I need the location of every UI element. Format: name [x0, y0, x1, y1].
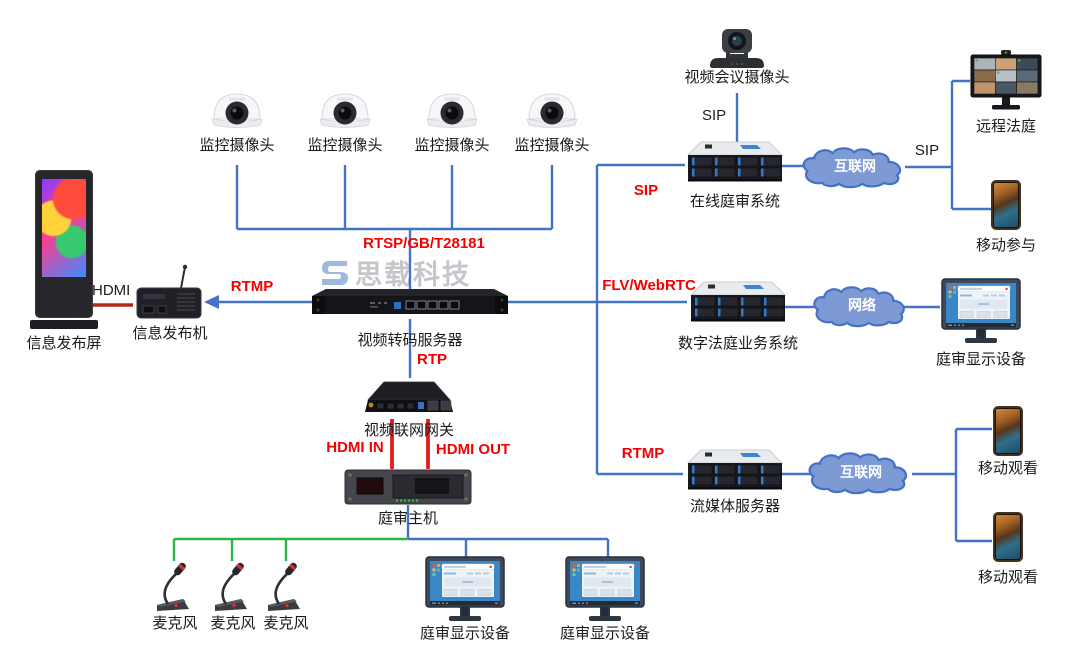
court-host-label: 庭审主机: [377, 510, 438, 527]
surveillance-camera-3: 监控摄像头: [402, 88, 502, 155]
court-display-bottom-2-label: 庭审显示设备: [559, 625, 650, 642]
microphone-3: 麦克风: [256, 560, 316, 633]
rack-server-2u-icon: [688, 280, 788, 326]
surveillance-camera-4: 监控摄像头: [502, 88, 602, 155]
protocol-sip-camera-label: SIP: [702, 107, 727, 124]
info-screen-label: 信息发布屏: [26, 335, 102, 352]
video-gateway: 视频联网网关: [359, 376, 459, 440]
microphone-1-label: 麦克风: [152, 615, 198, 632]
cloud-network: 网络: [810, 285, 914, 329]
dome-camera-icon: [317, 88, 373, 138]
remote-court-label: 远程法庭: [975, 118, 1036, 135]
rack-server-2u-icon: [685, 140, 785, 186]
transcode-server-label: 视频转码服务器: [357, 332, 463, 349]
gateway-box-icon: [365, 381, 453, 412]
smartphone-icon: [991, 180, 1021, 230]
ptz-camera-icon: [710, 29, 764, 68]
microphone-icon: [264, 560, 308, 614]
microphone-3-label: 麦克风: [263, 615, 309, 632]
protocol-sip-wan-label: SIP: [914, 142, 940, 159]
cloud-internet-bottom: 互联网: [805, 451, 917, 496]
digital-court-system-label: 数字法庭业务系统: [678, 335, 799, 352]
set-top-box-icon: [136, 264, 202, 319]
microphone-2: 麦克风: [203, 560, 263, 633]
court-display-bottom-1-label: 庭审显示设备: [419, 625, 510, 642]
dome-camera-icon: [209, 88, 265, 138]
conference-camera: 视频会议摄像头: [677, 26, 797, 87]
signage-base: [30, 320, 98, 329]
cloud-internet-top: 互联网: [799, 146, 911, 190]
video-wall-monitor-icon: [970, 50, 1042, 110]
surveillance-camera-4-label: 监控摄像头: [514, 137, 590, 154]
protocol-hdmi-label: HDMI: [92, 282, 131, 299]
app-monitor-icon: [565, 556, 645, 624]
court-host: 庭审主机: [342, 466, 474, 528]
surveillance-camera-1-label: 监控摄像头: [199, 137, 275, 154]
microphone-1: 麦克风: [145, 560, 205, 633]
court-display-bottom-1: 庭审显示设备: [415, 556, 515, 643]
info-publisher-label: 信息发布机: [132, 325, 208, 342]
online-court-system: 在线庭审系统: [683, 140, 787, 211]
cloud-internet-top-label: 互联网: [834, 158, 876, 174]
host-chassis-icon: [344, 469, 472, 505]
smartphone-icon: [993, 406, 1023, 456]
info-publisher: 信息发布机: [130, 264, 210, 343]
court-display-right-label: 庭审显示设备: [935, 351, 1026, 368]
mobile-participate: 移动参与: [975, 180, 1037, 255]
mobile-watch-1-label: 移动观看: [977, 460, 1038, 477]
mobile-participate-label: 移动参与: [975, 237, 1036, 254]
court-display-right: 庭审显示设备: [933, 278, 1029, 369]
dome-camera-icon: [524, 88, 580, 138]
microphone-2-label: 麦克风: [210, 615, 256, 632]
microphone-icon: [211, 560, 255, 614]
dome-camera-icon: [424, 88, 480, 138]
protocol-hdmi-out-label: HDMI OUT: [435, 441, 511, 458]
protocol-hdmi-in-label: HDMI IN: [326, 439, 384, 456]
surveillance-camera-3-label: 监控摄像头: [414, 137, 490, 154]
court-display-bottom-2: 庭审显示设备: [555, 556, 655, 643]
online-court-system-label: 在线庭审系统: [689, 193, 780, 210]
cloud-network-label: 网络: [848, 297, 876, 313]
streaming-server: 流媒体服务器: [681, 448, 789, 516]
mobile-watch-1: 移动观看: [976, 406, 1040, 478]
protocol-rtp-label: RTP: [417, 351, 447, 368]
rack-server-1u-icon: [312, 289, 508, 314]
info-screen: 信息发布屏: [14, 170, 114, 353]
mobile-watch-2: 移动观看: [976, 512, 1040, 587]
conference-camera-label: 视频会议摄像头: [684, 69, 790, 86]
surveillance-camera-2: 监控摄像头: [295, 88, 395, 155]
signage-screen-icon: [35, 170, 93, 318]
streaming-server-label: 流媒体服务器: [689, 498, 780, 515]
video-gateway-label: 视频联网网关: [363, 422, 454, 439]
mobile-watch-2-label: 移动观看: [977, 569, 1038, 586]
smartphone-icon: [993, 512, 1023, 562]
protocol-sip-trunk-label: SIP: [633, 182, 659, 199]
transcode-server: 视频转码服务器: [308, 282, 512, 350]
cloud-internet-bottom-label: 互联网: [840, 463, 882, 480]
microphone-icon: [153, 560, 197, 614]
surveillance-camera-2-label: 监控摄像头: [307, 137, 383, 154]
surveillance-camera-1: 监控摄像头: [187, 88, 287, 155]
protocol-rtsp-label: RTSP/GB/T28181: [363, 235, 485, 252]
app-monitor-icon: [425, 556, 505, 624]
protocol-rtmp-right-label: RTMP: [621, 445, 665, 462]
remote-court: 远程法庭: [966, 50, 1046, 136]
app-monitor-icon: [941, 278, 1021, 346]
protocol-flv-label: FLV/WebRTC: [602, 277, 696, 294]
rack-server-2u-icon: [685, 448, 785, 494]
digital-court-system: 数字法庭业务系统: [678, 280, 798, 353]
protocol-rtmp-left-label: RTMP: [230, 278, 274, 295]
